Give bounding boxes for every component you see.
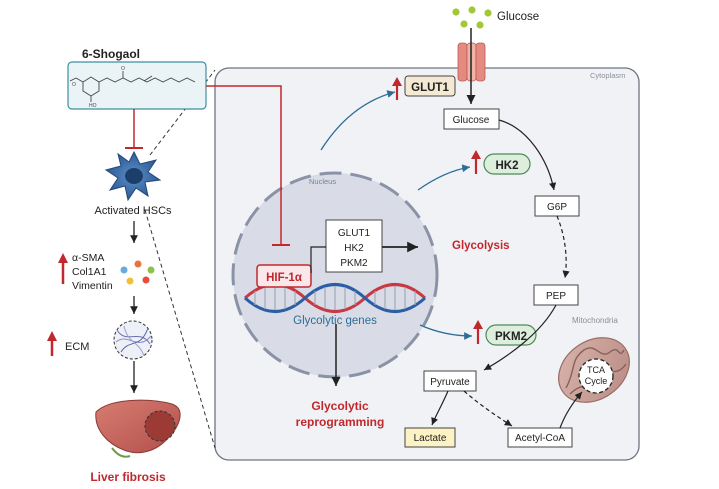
molecule-structure-icon [69,71,196,102]
glucose-outside-label: Glucose [497,11,539,23]
marker-label: α-SMA [72,252,104,264]
hif-box [256,264,312,288]
cycle-label: Cycle [585,376,608,386]
up-arrow-icon [58,253,68,284]
upregulate-pkm2-arrow [419,324,473,340]
metabolite-lactate-box [404,427,456,448]
up-arrow-icon [473,320,483,344]
marker-label: Vimentin [72,280,113,292]
up-arrow-icon [47,331,57,356]
compound-name: 6-Shogaol [82,47,140,61]
marker-label: Col1A1 [72,266,107,278]
reprogramming-label-1: Glycolytic [311,399,369,413]
metabolite-glucose-box [443,108,500,130]
pkm2-box [485,324,537,346]
hk2-box [483,153,531,175]
cytoplasm-label: Cytoplasm [590,71,625,80]
pep-to-pyruvate-arrow [483,304,557,371]
glucose-to-g6p-arrow [498,119,557,191]
mitochondria-label: Mitochondria [572,316,618,325]
hif-to-genes-connector [310,246,326,273]
pkm2-label: PKM2 [495,331,527,343]
gene-box-item: PKM2 [340,258,368,269]
compound-box [67,61,207,110]
ecm-mesh-icon [113,320,153,360]
pyruvate-to-lactate-arrow [431,390,449,426]
acetylcoa-to-tca-arrow [559,391,583,429]
liver-icon [95,399,181,458]
ecm-label: ECM [65,341,89,353]
inhibit-hif-line [206,85,282,245]
pyruvate-to-acetylcoa-arrow [463,390,513,427]
metabolite-glucose: Glucose [453,115,490,126]
ketone-label: O [121,66,125,72]
glucose-transporter-icon [457,42,486,82]
g6p-to-pep-arrow [556,215,570,279]
gene-box-item: GLUT1 [338,228,371,239]
hydroxyl-label: HO [89,103,97,109]
hsc-cell-icon [104,150,162,202]
metabolite-pep: PEP [546,291,566,302]
nucleus-label: Nucleus [309,177,336,186]
upregulate-hk2-arrow [417,164,471,191]
liver-fibrosis-label: Liver fibrosis [90,470,166,484]
upregulate-glut1-arrow [320,90,396,151]
zoom-line-bottom [144,209,216,449]
metabolite-acetylcoa: Acetyl-CoA [515,433,565,444]
up-arrow-icon [471,150,481,174]
glut1-label: GLUT1 [411,82,449,94]
protein-dots-icon [120,260,155,285]
metabolite-lactate: Lactate [414,433,447,444]
metabolite-g6p: G6P [547,202,567,213]
metabolite-pyruvate: Pyruvate [430,377,470,388]
glucose-molecules [452,6,492,29]
metabolite-acetylcoa-box [507,427,573,448]
gene-box [325,219,383,273]
methoxy-label: O [72,82,76,88]
reprogramming-label-2: reprogramming [296,415,385,429]
glycolysis-label: Glycolysis [452,240,510,252]
zoom-line-top [149,69,216,156]
glycolytic-genes-label: Glycolytic genes [293,315,377,327]
mitochondria-icon [558,337,630,403]
gene-box-item: HK2 [344,243,364,254]
metabolite-pyruvate-box [423,370,477,392]
hif-label: HIF-1α [266,272,302,284]
up-arrow-icon [392,77,402,100]
hk2-label: HK2 [495,160,518,172]
activated-hscs-label: Activated HSCs [94,205,172,217]
glut1-box [404,75,456,97]
tca-label: TCA [587,365,605,375]
